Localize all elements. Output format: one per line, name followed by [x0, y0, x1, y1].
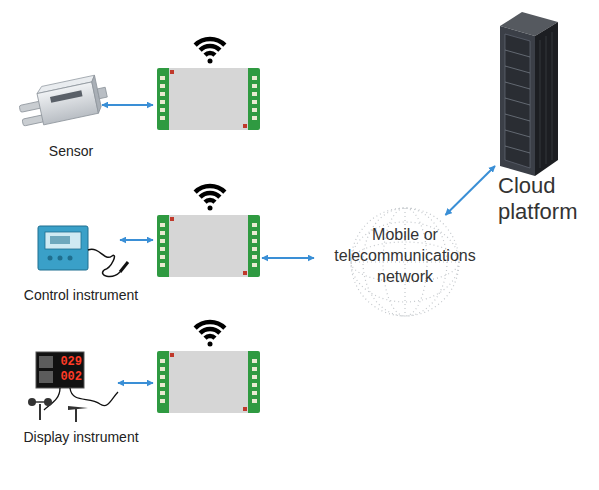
node-label: Control instrument	[8, 287, 154, 304]
control-instrument-icon	[38, 226, 128, 276]
device-node: Cloud platform	[495, 12, 591, 225]
pressure-sensor	[16, 74, 110, 129]
node-label: Sensor	[15, 143, 127, 160]
wifi-symbol	[195, 186, 225, 211]
gateway-board	[157, 351, 260, 413]
node-label: Mobile or telecommunications network	[320, 224, 490, 287]
node-label: Display instrument	[8, 429, 154, 446]
display-reading: 029	[54, 356, 82, 369]
display-reading: 002	[54, 371, 82, 384]
server-rack	[500, 12, 558, 176]
device-node: Sensor	[15, 74, 127, 160]
gateway-board	[157, 68, 260, 130]
wifi-symbol	[195, 322, 225, 347]
link-arrow	[445, 166, 495, 215]
link-arrow	[102, 105, 314, 383]
device-node: Mobile or telecommunications network	[320, 215, 490, 295]
node-label: Cloud platform	[495, 173, 591, 225]
network-globe	[351, 208, 459, 316]
gateway-board	[157, 215, 260, 277]
edge-layer	[445, 166, 495, 215]
wifi-symbol	[195, 39, 225, 64]
device-node: Control instrument	[8, 220, 154, 304]
display-instrument-icon	[28, 352, 118, 422]
